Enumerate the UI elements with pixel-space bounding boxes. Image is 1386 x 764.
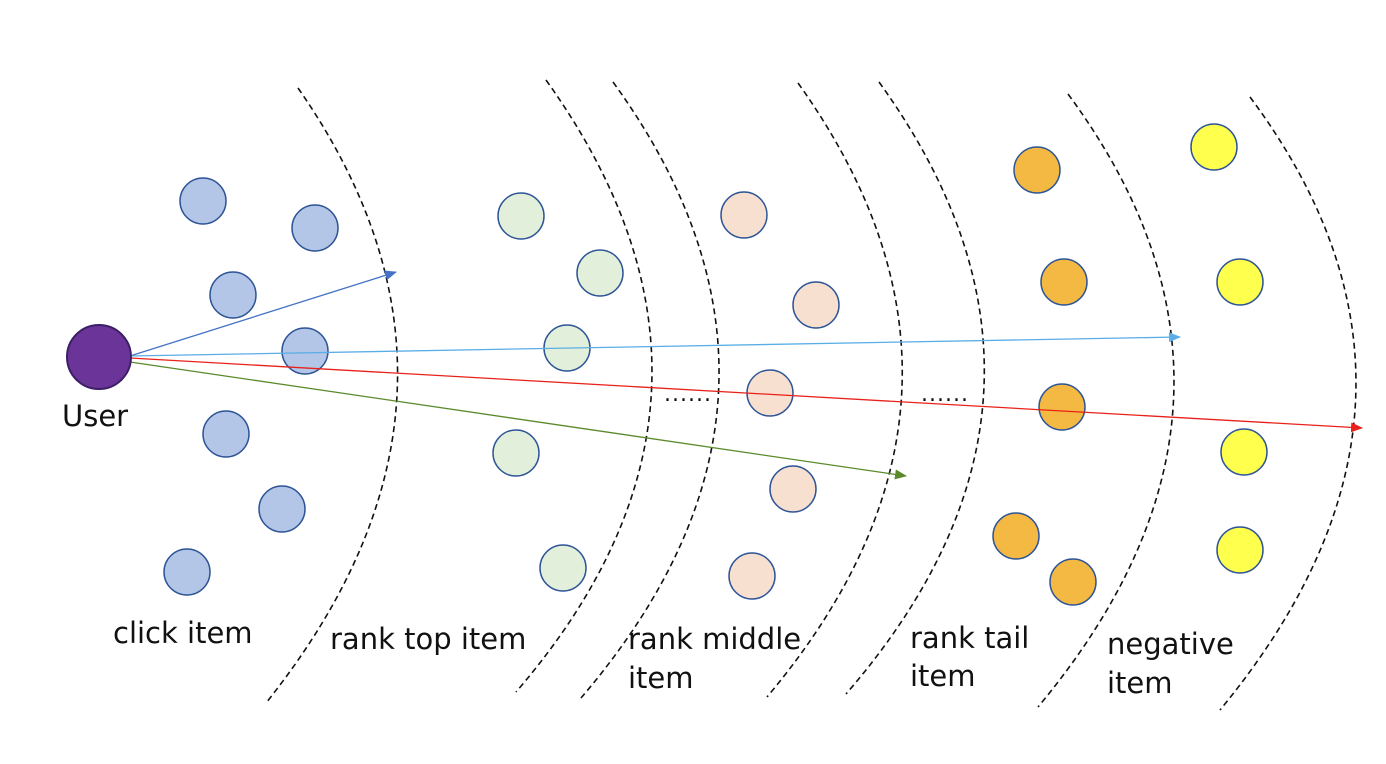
ellipsis-middle: ...... (664, 382, 712, 407)
rank-middle-item-node (728, 552, 776, 600)
click-item-node (281, 327, 329, 375)
click-item-node (258, 485, 306, 533)
rank-tail-item-label-line2: item (910, 659, 976, 693)
boundary-arc-6 (1037, 93, 1175, 708)
click-item-node (202, 410, 250, 458)
rank-middle-item-label-line1: rank middle (628, 622, 801, 656)
negative-item-node (1220, 428, 1268, 476)
rank-tail-item-node (1049, 558, 1097, 606)
arrows (129, 270, 1363, 480)
negative-item-label-line2: item (1107, 666, 1173, 700)
rank-middle-item-node (720, 191, 768, 239)
boundary-arc-7 (1219, 96, 1357, 711)
arrow-to-rank-middle (129, 361, 907, 480)
rank-top-item-group (492, 192, 624, 592)
rank-middle-item-label-line2: item (628, 661, 694, 695)
rank-top-item-label: rank top item (330, 622, 526, 656)
click-item-node (209, 271, 257, 319)
user-label: User (62, 399, 128, 433)
negative-item-node (1216, 258, 1264, 306)
negative-item-node (1190, 123, 1238, 171)
rank-tail-item-node (1038, 383, 1086, 431)
rank-top-item-node (497, 192, 545, 240)
boundary-arc-2 (515, 79, 653, 693)
boundary-arc-3 (580, 81, 720, 699)
rank-middle-item-node (792, 281, 840, 329)
negative-item-group (1190, 123, 1268, 574)
rank-tail-item-label-line1: rank tail (910, 621, 1029, 655)
rank-middle-item-node (769, 465, 817, 513)
boundary-arcs (265, 79, 1357, 711)
click-item-group (163, 177, 339, 596)
rank-top-item-node (539, 544, 587, 592)
rank-tail-item-node (992, 512, 1040, 560)
rank-top-item-node (576, 249, 624, 297)
boundary-arc-4 (766, 82, 903, 698)
user-node (66, 324, 132, 390)
negative-item-node (1216, 526, 1264, 574)
negative-item-label-line1: negative (1107, 627, 1234, 661)
ellipsis-tail: ...... (921, 382, 969, 407)
boundary-arc-1 (265, 87, 399, 704)
arrow-to-rank-tail (129, 332, 1181, 357)
rank-tail-item-group (992, 146, 1097, 606)
click-item-node (291, 204, 339, 252)
arrow-to-negative (129, 357, 1363, 433)
rank-tail-item-node (1013, 146, 1061, 194)
boundary-arc-5 (845, 81, 985, 695)
click-item-label: click item (113, 616, 253, 650)
arrow-to-rank-top (129, 270, 397, 357)
rank-middle-item-group (720, 191, 840, 600)
click-item-node (163, 548, 211, 596)
rank-top-item-node (492, 429, 540, 477)
rank-tail-item-node (1040, 258, 1088, 306)
click-item-node (179, 177, 227, 225)
